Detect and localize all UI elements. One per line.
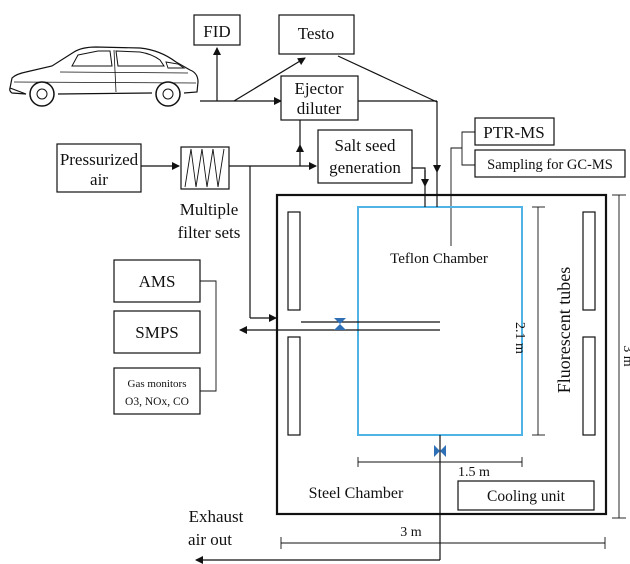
ptr-ms-box [474, 117, 555, 146]
pressurized-air-box [56, 143, 142, 193]
smps-label: SMPS [135, 323, 178, 342]
salt-to-chamber-line [412, 167, 426, 184]
fluorescent-label: Fluorescent tubes [554, 267, 574, 393]
outlet-valve-icon [434, 445, 440, 457]
salt-seed-box [317, 129, 413, 184]
fluorescent-tube-right-bottom [582, 336, 596, 436]
gas-monitors-box [113, 367, 201, 415]
teflon-height-label: 2.1 m [512, 322, 527, 354]
teflon-chamber [357, 206, 523, 436]
exhaust-label-1: Exhaust [189, 507, 244, 526]
testo-label: Testo [298, 24, 335, 43]
testo-line-right [337, 55, 438, 103]
ptr-ms-label: PTR-MS [483, 123, 544, 142]
instrument-bracket [200, 280, 217, 392]
valve-icon-lower [334, 324, 346, 330]
salt-label-1: Salt seed [335, 136, 396, 155]
gc-ms-box [474, 149, 626, 178]
sampling-line [450, 147, 462, 246]
fluorescent-tube-left-bottom [287, 336, 301, 436]
sampling-bracket [461, 131, 475, 166]
steel-label: Steel Chamber [309, 485, 404, 502]
smps-box [113, 310, 201, 354]
fluorescent-tube-right-top [582, 211, 596, 311]
filter-zigzag-icon [184, 148, 225, 188]
teflon-label: Teflon Chamber [390, 251, 488, 267]
car-icon [9, 46, 199, 107]
steel-height-label: 3 m [620, 345, 630, 367]
ejector-label-2: diluter [297, 99, 342, 118]
cooling-label: Cooling unit [487, 488, 566, 505]
filter-label-2: filter sets [178, 223, 241, 242]
gas-label-2: O3, NOx, CO [125, 396, 189, 408]
testo-line-left [233, 57, 306, 102]
ams-box [113, 259, 201, 303]
ejector-label-1: Ejector [294, 79, 343, 98]
steel-chamber [275, 193, 608, 516]
salt-label-2: generation [329, 158, 401, 177]
fid-box [193, 14, 241, 46]
filter-label-1: Multiple [180, 200, 239, 219]
gc-ms-label: Sampling for GC-MS [487, 157, 613, 173]
ejector-diluter-box [280, 75, 359, 121]
gas-label-1: Gas monitors [128, 378, 187, 390]
outlet-valve-icon-right [440, 445, 446, 457]
steel-width-label: 3 m [400, 525, 422, 540]
fluorescent-tube-left-top [287, 211, 301, 311]
teflon-width-label: 1.5 m [458, 465, 490, 480]
exhaust-label-2: air out [188, 530, 232, 549]
fid-label: FID [203, 22, 230, 41]
testo-box [278, 14, 355, 55]
pressurized-label-1: Pressurized [60, 150, 139, 169]
pressurized-label-2: air [90, 170, 108, 189]
cooling-unit-box [457, 480, 595, 511]
valve-icon [334, 318, 346, 324]
ams-label: AMS [139, 272, 176, 291]
